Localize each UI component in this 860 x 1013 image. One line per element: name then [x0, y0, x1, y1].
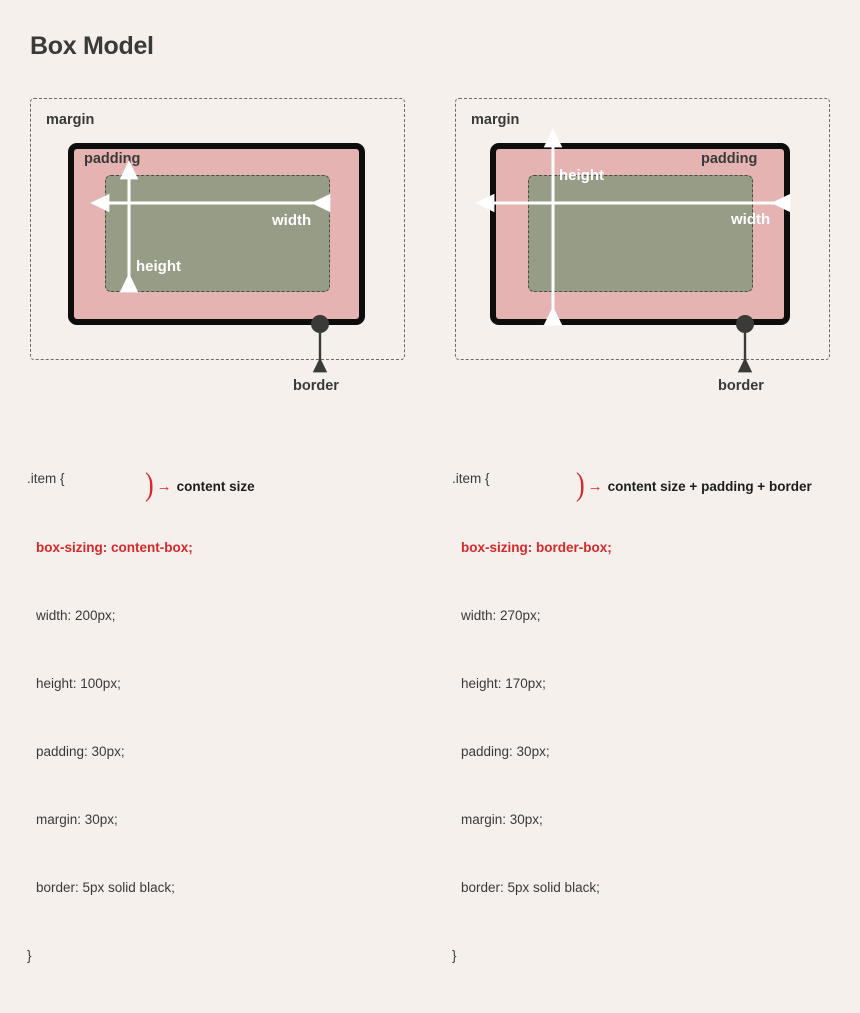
- content-size-annotation: ) → content size + padding + border: [576, 468, 812, 501]
- code-line: margin: 30px;: [36, 811, 118, 827]
- content-size-annotation: ) → content size: [145, 468, 255, 501]
- code-line: width: 270px;: [461, 607, 541, 623]
- code-line: border: 5px solid black;: [461, 880, 600, 896]
- annotation-brace: ): [576, 466, 585, 503]
- code-line: border: 5px solid black;: [36, 880, 175, 896]
- code-line: padding: 30px;: [461, 743, 550, 759]
- margin-label: margin: [471, 112, 520, 128]
- width-label: width: [731, 211, 771, 228]
- margin-label: margin: [46, 112, 95, 128]
- height-label: height: [136, 258, 181, 275]
- annotation-brace: ): [145, 466, 154, 503]
- annotation-text: content size: [176, 478, 255, 494]
- border-callout-label: border: [293, 378, 339, 394]
- code-line: .item {: [452, 471, 490, 487]
- padding-label: padding: [701, 151, 758, 167]
- border-callout-label: border: [718, 378, 764, 394]
- code-line: padding: 30px;: [36, 743, 125, 759]
- annotation-text: content size + padding + border: [607, 478, 812, 494]
- code-line: height: 100px;: [36, 675, 121, 691]
- code-line: box-sizing: content-box;: [36, 539, 193, 555]
- width-label: width: [272, 212, 312, 229]
- margin-box: [30, 98, 405, 360]
- padding-label: padding: [84, 151, 141, 167]
- annotation-arrow-icon: →: [156, 477, 172, 495]
- code-line: margin: 30px;: [461, 811, 543, 827]
- code-block-border-box: .item { box-sizing: border-box; width: 2…: [452, 423, 612, 1013]
- code-line: width: 200px;: [36, 607, 116, 623]
- code-line: }: [452, 948, 457, 964]
- code-line: }: [27, 948, 32, 964]
- code-line: box-sizing: border-box;: [461, 539, 612, 555]
- page-title: Box Model: [30, 32, 154, 60]
- code-block-content-box: .item { box-sizing: content-box; width: …: [27, 423, 193, 1013]
- content-box: [528, 175, 753, 292]
- height-label: height: [559, 167, 604, 184]
- box-model-figure: Box Model margin padding width height bo…: [27, 32, 830, 963]
- code-line: height: 170px;: [461, 675, 546, 691]
- code-line: .item {: [27, 471, 65, 487]
- annotation-arrow-icon: →: [587, 477, 603, 495]
- margin-box: [455, 98, 830, 360]
